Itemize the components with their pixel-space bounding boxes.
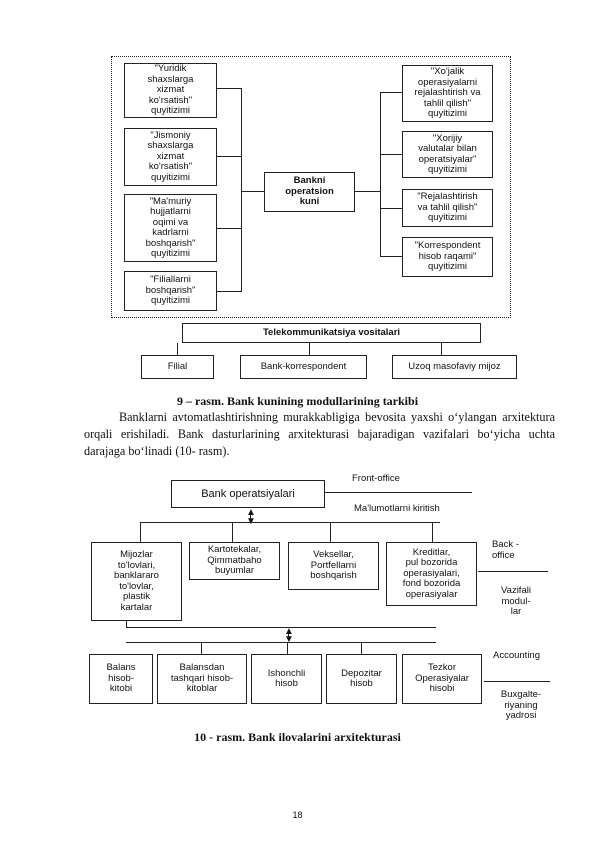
client-branch: Filial: [141, 355, 214, 379]
connector: [217, 291, 241, 292]
connector: [380, 154, 402, 155]
connector: [380, 92, 402, 93]
accounting-core-label: Buxgalte- riyaning yadrosi: [500, 689, 542, 721]
accounting-line: [484, 681, 550, 682]
connector: [140, 522, 141, 542]
connector: [380, 92, 381, 256]
connector: [126, 642, 436, 643]
body-paragraph: Banklarni avtomatlashtirishning murakkab…: [84, 409, 555, 460]
module-legal-entities: "Yuridik shaxslarga xizmat ko'rsatish" q…: [124, 63, 217, 118]
module-economic-planning: "Xo'jalik operasiyalarni rejalashtirish …: [402, 65, 493, 122]
bank-operational-day: Bankni operatsion kuni: [264, 172, 355, 212]
client-remote: Uzoq masofaviy mijoz: [392, 355, 517, 379]
connector: [361, 642, 362, 654]
card-files-box: Kartotekalar, Qimmatbaho buyumlar: [189, 542, 280, 580]
connector: [217, 156, 241, 157]
connector: [140, 522, 440, 523]
connector: [330, 522, 331, 542]
arrow-up-down-icon: ▲: [284, 626, 294, 637]
connector: [126, 627, 436, 628]
connector: [432, 522, 433, 542]
modules-dashed-frame: [111, 56, 511, 318]
connector: [241, 191, 264, 192]
connector: [441, 343, 442, 355]
bills-portfolio-box: Veksellar, Portfellarni boshqarish: [288, 542, 379, 590]
client-payments-box: Mijozlar to'lovlari, banklararo to'lovla…: [91, 542, 182, 621]
connector: [309, 343, 310, 355]
telecom-bar: Telekommunikatsiya vositalari: [182, 323, 481, 343]
arrow-up-down-icon: ▲: [246, 507, 256, 518]
connector: [288, 634, 289, 639]
trust-accounting-box: Ishonchli hisob: [251, 654, 322, 704]
connector: [380, 256, 402, 257]
off-balance-box: Balansdan tashqari hisob- kitoblar: [157, 654, 247, 704]
front-office-label: Front-office: [352, 473, 400, 484]
front-office-line: [325, 492, 472, 493]
page-number: 18: [292, 810, 303, 820]
connector: [126, 621, 127, 628]
balance-accounting-box: Balans hisob- kitobi: [89, 654, 153, 704]
data-entry-label: Ma'lumotlarni kiritish: [354, 503, 440, 514]
credits-markets-box: Kreditlar, pul bozorida operasiyalari, f…: [386, 542, 477, 606]
connector: [380, 208, 402, 209]
connector: [201, 642, 202, 654]
module-correspondent-account: "Korrespondent hisob raqami" quyitizimi: [402, 237, 493, 277]
express-operations-box: Tezkor Operasiyalar hisobi: [402, 654, 482, 704]
connector: [250, 515, 251, 521]
accounting-label: Accounting: [493, 650, 541, 661]
module-foreign-currency: "Xorijiy valutalar bilan operatsiyalar" …: [402, 131, 493, 178]
connector: [232, 522, 233, 542]
figure-10-caption: 10 - rasm. Bank ilovalarini arxitekturas…: [194, 730, 401, 744]
depository-accounting-box: Depozitar hisob: [326, 654, 397, 704]
module-branches: "Filiallarni boshqarish" quyitizimi: [124, 271, 217, 311]
figure-9-caption: 9 – rasm. Bank kunining modullarining ta…: [176, 394, 419, 408]
arrow-up-down-icon: ▼: [284, 634, 294, 645]
connector: [287, 642, 288, 654]
client-correspondent-bank: Bank-korrespondent: [240, 355, 367, 379]
connector: [217, 228, 241, 229]
functional-modules-label: Vazifali modul- lar: [501, 585, 531, 617]
bank-operations-box: Bank operatsiyalari: [171, 480, 325, 508]
back-office-label: Back - office: [492, 539, 519, 561]
connector: [241, 88, 242, 292]
module-admin-docs-hr: "Ma'muriy hujjatlarni oqimi va kadrlarni…: [124, 194, 217, 262]
paragraph-text: Banklarni avtomatlashtirishning murakkab…: [84, 410, 555, 458]
back-office-line: [478, 571, 548, 572]
arrow-up-down-icon: ▼: [246, 517, 256, 527]
module-planning-analysis: "Rejalashtirish va tahlil qilish" quyiti…: [402, 189, 493, 227]
connector: [355, 191, 380, 192]
connector: [177, 343, 178, 355]
module-individuals: "Jismoniy shaxslarga xizmat ko'rsatish" …: [124, 128, 217, 186]
connector: [217, 88, 241, 89]
